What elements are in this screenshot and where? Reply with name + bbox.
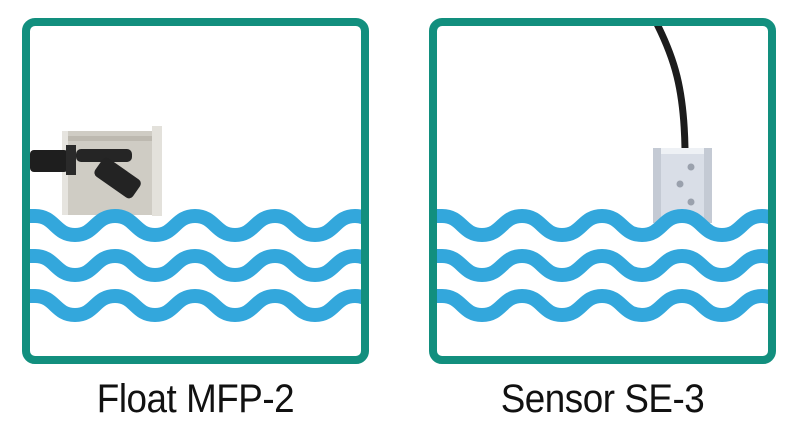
sensor-illustration (429, 18, 776, 364)
sensor-label: Sensor SE-3 (500, 377, 705, 421)
float-label: Float MFP-2 (96, 377, 295, 421)
water-waves-icon (437, 208, 768, 323)
panel-frame (429, 18, 776, 364)
sensor-panel (429, 18, 776, 364)
float-switch-icon (30, 126, 162, 216)
panel-frame (22, 18, 369, 364)
float-panel (22, 18, 369, 364)
water-waves-icon (30, 208, 361, 323)
float-illustration (22, 18, 369, 364)
